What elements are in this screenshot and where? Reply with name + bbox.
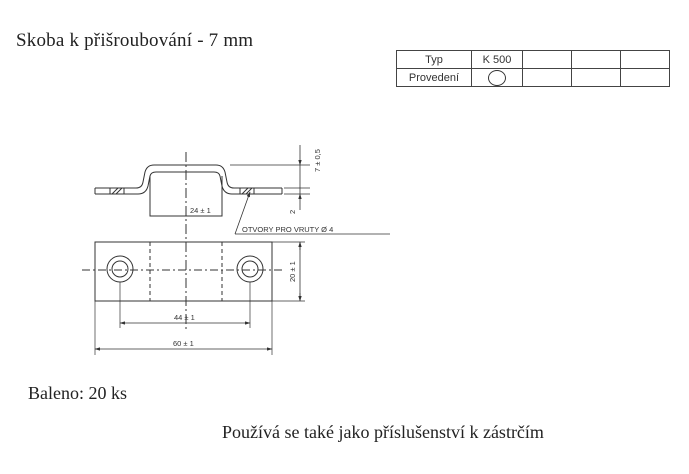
bracket-outer-profile bbox=[95, 164, 282, 189]
hole-left bbox=[106, 255, 134, 283]
packing-info: Baleno: 20 ks bbox=[28, 383, 127, 403]
spec-table: Typ K 500 Provedení bbox=[396, 50, 670, 87]
spec-variant-label: Provedení bbox=[396, 68, 472, 87]
spec-variant-value bbox=[471, 68, 523, 87]
page-title: Skoba k přišroubování - 7 mm bbox=[16, 30, 254, 51]
dim-inner-width-label: 24 ± 1 bbox=[190, 206, 211, 215]
hole-section-left bbox=[109, 187, 125, 195]
dim-height-label: 7 ± 0,5 bbox=[313, 149, 322, 172]
dim-depth-label: 20 ± 1 bbox=[288, 261, 297, 282]
top-view bbox=[82, 241, 305, 355]
hole-section-right bbox=[239, 187, 255, 195]
dim-hole-spacing-label: 44 ± 1 bbox=[174, 313, 195, 322]
bracket-inner-profile bbox=[95, 171, 282, 195]
holes-note: OTVORY PRO VRUTY Ø 4 bbox=[242, 225, 333, 234]
bracket-plate-outline bbox=[94, 241, 273, 302]
side-view bbox=[94, 145, 390, 330]
hole-right bbox=[236, 255, 264, 283]
spec-type-value: K 500 bbox=[471, 50, 523, 69]
circle-icon bbox=[488, 69, 506, 86]
spec-row-type: Typ K 500 bbox=[396, 50, 670, 69]
dim-thickness-label: 2 bbox=[288, 210, 297, 214]
holes-note-leader bbox=[234, 191, 251, 235]
usage-note: Používá se také jako příslušenství k zás… bbox=[222, 422, 544, 442]
spec-row-variant: Provedení bbox=[396, 68, 670, 87]
dim-total-length-label: 60 ± 1 bbox=[173, 339, 194, 348]
spec-empty-cell bbox=[620, 68, 670, 87]
